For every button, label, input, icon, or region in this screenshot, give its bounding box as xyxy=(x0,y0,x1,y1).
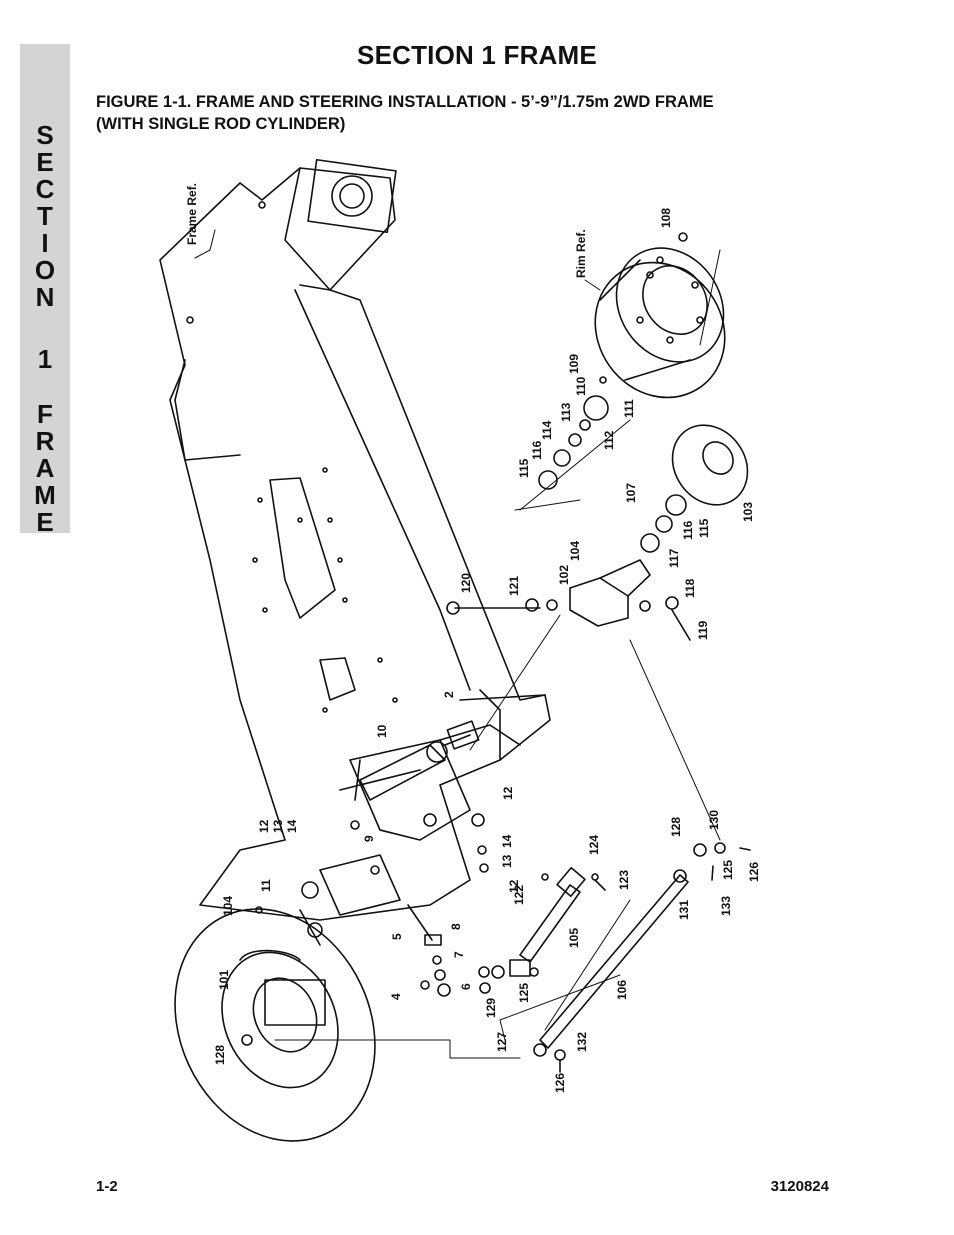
part-number-label: 122 xyxy=(512,885,526,905)
part-number-label: 133 xyxy=(719,896,733,916)
part-number-label: 11 xyxy=(259,879,273,892)
part-number-label: 120 xyxy=(459,573,473,593)
side-tab-letter: I xyxy=(41,228,49,258)
part-number-label: 115 xyxy=(697,518,711,538)
part-number-label: 127 xyxy=(495,1032,509,1052)
side-tab-letter: A xyxy=(35,453,55,483)
part-number-label: 125 xyxy=(517,983,531,1003)
steering-spindle xyxy=(446,559,651,627)
part-number-label: 123 xyxy=(617,870,631,890)
steering-cylinder xyxy=(359,720,480,801)
part-number-label: 129 xyxy=(484,998,498,1018)
wheel-rim xyxy=(594,247,726,399)
part-number-label: 108 xyxy=(659,208,673,228)
figure-caption-line2: (WITH SINGLE ROD CYLINDER) xyxy=(96,115,346,133)
side-tab-letter: 1 xyxy=(37,344,53,374)
figure-caption-line1: FIGURE 1-1. FRAME AND STEERING INSTALLAT… xyxy=(96,93,714,111)
section-side-tab: S E C T I O N 1 F R A M E xyxy=(20,44,70,537)
side-tab-letter: E xyxy=(36,147,54,177)
rim-ref-label: Rim Ref. xyxy=(574,229,588,278)
part-number-label: 118 xyxy=(683,578,697,598)
part-number-label: 111 xyxy=(622,399,636,418)
part-number-label: 12 xyxy=(501,786,515,800)
side-tab-letter: O xyxy=(34,255,56,285)
part-number-label: 12 xyxy=(507,879,521,893)
part-number-label: 112 xyxy=(602,430,616,450)
part-number-label: 104 xyxy=(568,541,582,561)
part-number-label: 116 xyxy=(530,440,544,460)
part-number-label: 12 xyxy=(257,819,271,833)
part-number-label: 113 xyxy=(559,402,573,422)
part-number-label: 109 xyxy=(567,354,581,374)
side-tab-letter: N xyxy=(35,282,55,312)
part-number-label: 106 xyxy=(615,980,629,1000)
part-number-label: 110 xyxy=(574,376,588,396)
part-number-label: 130 xyxy=(707,810,721,830)
side-tab-letter: E xyxy=(36,507,54,537)
part-number-label: 125 xyxy=(721,860,735,880)
page-number: 1-2 xyxy=(96,1178,118,1195)
part-number-label: 128 xyxy=(213,1045,227,1065)
part-number-label: 115 xyxy=(517,458,531,478)
part-number-label: 104 xyxy=(221,896,235,916)
part-number-label: 9 xyxy=(362,835,376,842)
part-number-label: 2 xyxy=(442,691,456,698)
part-number-label: 132 xyxy=(575,1032,589,1052)
hydraulic-cylinder xyxy=(509,866,606,977)
part-number-label: 7 xyxy=(452,951,466,958)
part-number-label: 128 xyxy=(669,817,683,837)
part-number-label: 117 xyxy=(667,548,681,568)
part-number-label: 105 xyxy=(567,928,581,948)
wheel-hub xyxy=(640,424,749,641)
side-tab-letter: S xyxy=(36,120,54,150)
document-number: 3120824 xyxy=(770,1178,829,1195)
part-number-label: 103 xyxy=(741,502,755,522)
figure-caption: FIGURE 1-1. FRAME AND STEERING INSTALLAT… xyxy=(96,91,876,135)
section-title: SECTION 1 FRAME xyxy=(357,40,597,70)
side-tab-letter: C xyxy=(35,174,55,204)
part-number-label: 126 xyxy=(747,862,761,882)
side-tab-letter: M xyxy=(34,480,56,510)
part-number-label: 6 xyxy=(459,983,473,990)
side-tab-letter: F xyxy=(37,399,53,429)
part-number-label: 114 xyxy=(540,420,554,440)
part-number-label: 116 xyxy=(681,520,695,540)
part-number-label: 13 xyxy=(500,854,514,868)
part-number-label: 13 xyxy=(271,819,285,833)
part-number-label: 14 xyxy=(285,819,299,833)
tie-rod xyxy=(533,842,751,1057)
part-number-label: 126 xyxy=(553,1073,567,1093)
part-number-label: 131 xyxy=(677,900,691,920)
part-number-label: 101 xyxy=(217,970,231,990)
part-number-label: 5 xyxy=(390,933,404,940)
part-number-label: 107 xyxy=(624,483,638,503)
part-number-label: 124 xyxy=(587,835,601,855)
side-tab-letter: R xyxy=(35,426,55,456)
pins-and-bolts xyxy=(255,813,599,1073)
part-number-label: 119 xyxy=(696,620,710,640)
part-number-label: 8 xyxy=(449,923,463,930)
side-tab-letter: T xyxy=(37,201,53,231)
tire-wheel-assembly xyxy=(174,908,376,1142)
part-number-label: 121 xyxy=(507,576,521,596)
part-number-label: 102 xyxy=(557,565,571,585)
frame-body xyxy=(159,158,551,946)
part-number-label: 10 xyxy=(375,724,389,738)
part-number-label: 4 xyxy=(389,993,403,1000)
part-number-label: 14 xyxy=(500,834,514,848)
frame-ref-label: Frame Ref. xyxy=(185,183,199,245)
